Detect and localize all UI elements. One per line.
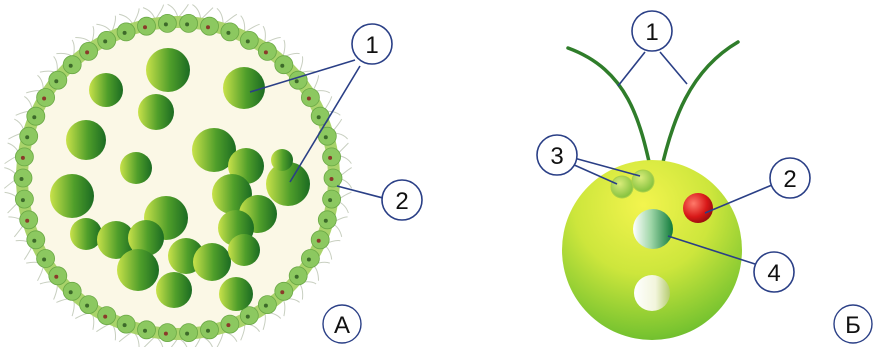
surface-cell-spot: [295, 79, 299, 83]
surface-cell-spot: [21, 156, 25, 160]
lower-vacuole: [634, 275, 670, 311]
callout-label: 2: [395, 188, 408, 215]
surface-cell-spot: [226, 323, 230, 327]
callout-label: 4: [767, 260, 780, 287]
surface-cell-spot: [103, 315, 107, 319]
surface-cell-spot: [328, 198, 332, 202]
daughter-colony: [50, 174, 94, 218]
daughter-colony: [223, 67, 265, 109]
surface-cell-spot: [69, 290, 73, 294]
daughter-colony: [70, 218, 102, 250]
daughter-colony: [228, 234, 260, 266]
surface-cell-spot: [164, 332, 168, 336]
daughter-colony: [120, 152, 152, 184]
daughter-colony: [117, 249, 159, 291]
daughter-colony: [146, 48, 190, 92]
surface-cell-spot: [206, 329, 210, 333]
surface-cell-spot: [317, 239, 321, 243]
flagellum-right: [660, 42, 738, 175]
daughter-colony: [219, 277, 253, 311]
surface-cell-spot: [42, 258, 46, 262]
surface-cell-spot: [206, 25, 210, 29]
daughter-colony: [271, 149, 293, 171]
daughter-colony: [89, 73, 123, 107]
flagellum-hair: [283, 40, 285, 57]
surface-cell-spot: [324, 135, 328, 139]
flagellum-hair: [283, 299, 285, 316]
surface-cell-spot: [69, 64, 73, 68]
surface-cell-spot: [295, 275, 299, 279]
surface-cell-spot: [264, 304, 268, 308]
surface-cell-spot: [307, 258, 311, 262]
flagellum-hair: [245, 24, 260, 32]
surface-cell-spot: [123, 31, 127, 35]
daughter-colony: [66, 120, 106, 160]
surface-cell-spot: [54, 275, 58, 279]
callout-1-b: 1: [618, 11, 687, 86]
surface-cell-spot: [307, 97, 311, 101]
nucleus: [633, 209, 673, 249]
surface-cell-spot: [164, 22, 168, 26]
callout-label: 3: [550, 143, 563, 170]
surface-cell-spot: [143, 25, 147, 29]
flagellum-hair: [299, 283, 303, 300]
surface-cell-spot: [54, 79, 58, 83]
contractile-vacuole: [611, 176, 633, 198]
surface-cell-spot: [25, 135, 29, 139]
surface-cell-spot: [328, 156, 332, 160]
surface-cell-spot: [103, 39, 107, 43]
surface-cell-spot: [280, 64, 284, 68]
surface-cell-spot: [280, 290, 284, 294]
figure-letter-a: А: [323, 305, 361, 343]
leader-line: [618, 52, 645, 86]
cell-figure-b: 1 2 3 4 Б: [537, 11, 872, 343]
flagellum-hair: [96, 24, 111, 32]
surface-cell-spot: [20, 177, 24, 181]
surface-cell-spot: [324, 219, 328, 223]
callout-label: 1: [365, 32, 378, 59]
surface-cell-spot: [185, 332, 189, 336]
leader-line: [660, 52, 687, 84]
letter-label: А: [334, 312, 350, 339]
contractile-vacuole: [632, 170, 654, 192]
surface-cell-spot: [85, 304, 89, 308]
letter-label: Б: [845, 312, 861, 339]
surface-cell-spot: [32, 115, 36, 119]
daughter-colony: [156, 272, 192, 308]
callout-label: 2: [783, 166, 796, 193]
surface-cell-spot: [25, 219, 29, 223]
surface-cell-spot: [85, 50, 89, 54]
callout-label: 1: [645, 19, 658, 46]
flagellum-hair: [96, 324, 111, 332]
eyespot: [683, 193, 713, 223]
colony-figure-a: 1 2 А: [4, 4, 422, 347]
surface-cell-spot: [123, 323, 127, 327]
flagellum-left: [568, 48, 652, 175]
surface-cell-spot: [246, 315, 250, 319]
figure-letter-b: Б: [834, 305, 872, 343]
daughter-colony: [138, 94, 174, 130]
surface-cell-spot: [317, 115, 321, 119]
surface-cell-spot: [185, 22, 189, 26]
surface-cell-spot: [330, 177, 334, 181]
daughter-colony: [193, 243, 231, 281]
surface-cell-spot: [21, 198, 25, 202]
surface-cell-spot: [32, 239, 36, 243]
surface-cell-spot: [246, 39, 250, 43]
flagellum-hair: [245, 324, 260, 332]
surface-cell-spot: [264, 50, 268, 54]
surface-cell-spot: [226, 31, 230, 35]
surface-cell-spot: [42, 97, 46, 101]
flagellum-hair: [299, 56, 303, 73]
surface-cell-spot: [143, 329, 147, 333]
